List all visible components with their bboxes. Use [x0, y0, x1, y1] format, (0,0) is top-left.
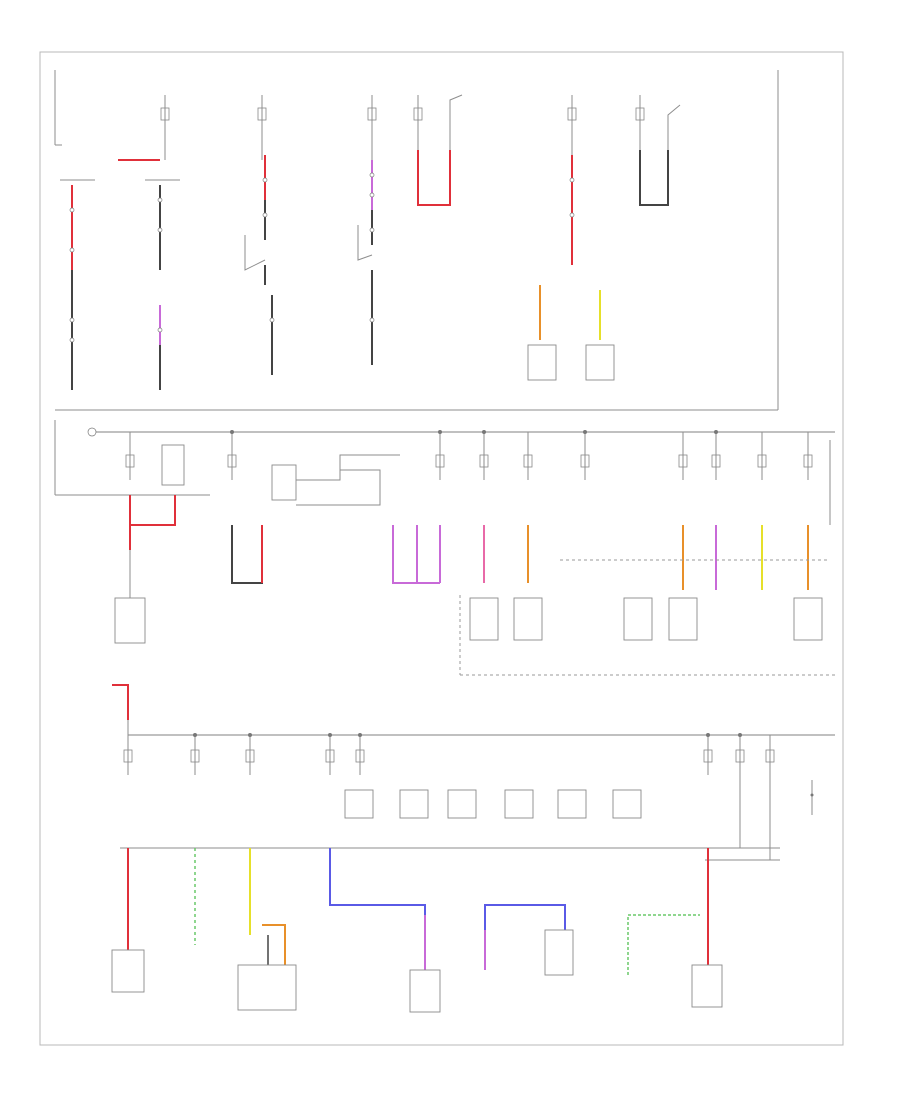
- circuit-column-6: [527, 155, 615, 381]
- fuse-group-bottom: [123, 735, 775, 775]
- circuit-column-3: [244, 155, 275, 375]
- circuit-column-4: [357, 160, 375, 365]
- section-bottom-fuses: [111, 684, 835, 1013]
- fuse-group-top: [160, 95, 645, 160]
- splice-points: [193, 430, 742, 737]
- circuit-column-1: [60, 179, 95, 390]
- relay-box: [161, 444, 185, 486]
- fuse-group-middle: [125, 432, 813, 480]
- circuit-column-5: [417, 94, 463, 206]
- module-box: [271, 464, 297, 501]
- component-box-a: [114, 597, 146, 644]
- circuit-column-2: [118, 159, 180, 390]
- diagram-frame: [39, 51, 844, 1046]
- circuit-column-7: [639, 104, 681, 206]
- section-middle-fuses: [54, 420, 835, 676]
- section-top-fuses: [54, 70, 779, 411]
